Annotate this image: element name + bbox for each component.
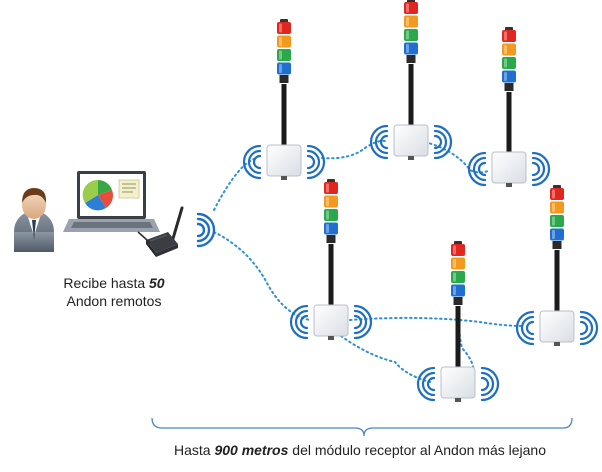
wireless-signal-icon	[242, 144, 326, 180]
andon-tower-icon	[440, 241, 476, 402]
wireless-link	[321, 139, 389, 160]
andon-tower-icon	[313, 179, 349, 340]
wireless-signal-icon	[467, 151, 551, 187]
gateway-icon	[137, 206, 184, 257]
wireless-link	[332, 329, 431, 383]
receiver-caption-number: 50	[149, 275, 165, 291]
andon-tower-icon	[539, 185, 575, 346]
user-icon	[14, 188, 54, 252]
wireless-link	[213, 157, 259, 211]
receiver-caption-line2: Andon remotos	[66, 293, 162, 309]
wireless-signal-icon	[416, 366, 500, 402]
range-caption: Hasta 900 metros del módulo receptor al …	[150, 441, 570, 459]
andon-tower-icon	[393, 0, 429, 160]
receiver-caption-prefix: Recibe hasta	[63, 275, 150, 291]
wireless-signal-icon	[289, 304, 373, 340]
andon-tower-icon	[491, 27, 527, 187]
range-caption-prefix: Hasta	[173, 442, 215, 458]
pie-chart-icon	[82, 179, 140, 211]
range-brace	[151, 417, 573, 437]
range-caption-emphasis: 900 metros	[214, 442, 289, 458]
wireless-link	[213, 231, 311, 321]
wireless-link	[349, 316, 523, 327]
laptop-icon	[63, 171, 160, 232]
andon-tower-icon	[266, 19, 302, 180]
wireless-signal-icon	[515, 310, 599, 346]
andon-towers	[242, 0, 599, 402]
wireless-signal-icon	[196, 212, 216, 248]
receiver-caption: Recibe hasta 50 Andon remotos	[54, 274, 174, 310]
wireless-signal-icon	[369, 124, 453, 160]
wireless-link	[424, 141, 491, 174]
range-caption-suffix: del módulo receptor al Andon más lejano	[288, 442, 546, 458]
